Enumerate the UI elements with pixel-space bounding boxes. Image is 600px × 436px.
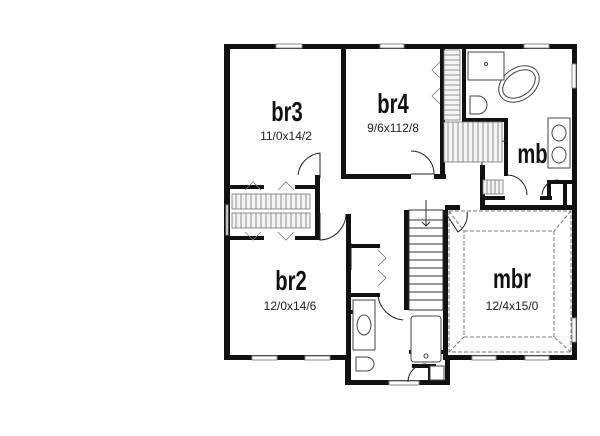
room-label-br2: br2: [275, 265, 307, 296]
closets: [231, 49, 504, 287]
room-dimensions-br3: 11/0x14/2: [260, 129, 312, 143]
room-label-br4: br4: [377, 88, 409, 119]
room-dimensions-br2: 12/0x14/6: [263, 299, 317, 313]
room-label-mbr: mbr: [492, 263, 532, 294]
room-label-mb: mb: [517, 138, 548, 169]
fixtures: [352, 51, 571, 381]
room-dimensions-br4: 9/6x112/8: [367, 121, 419, 135]
room-label-br3: br3: [271, 96, 303, 127]
tray-ceiling: [448, 210, 572, 353]
room-dimensions-mbr: 12/4x15/0: [485, 299, 539, 313]
interior-walls: [224, 44, 577, 385]
windows: [225, 43, 577, 386]
staircase: [408, 200, 444, 311]
